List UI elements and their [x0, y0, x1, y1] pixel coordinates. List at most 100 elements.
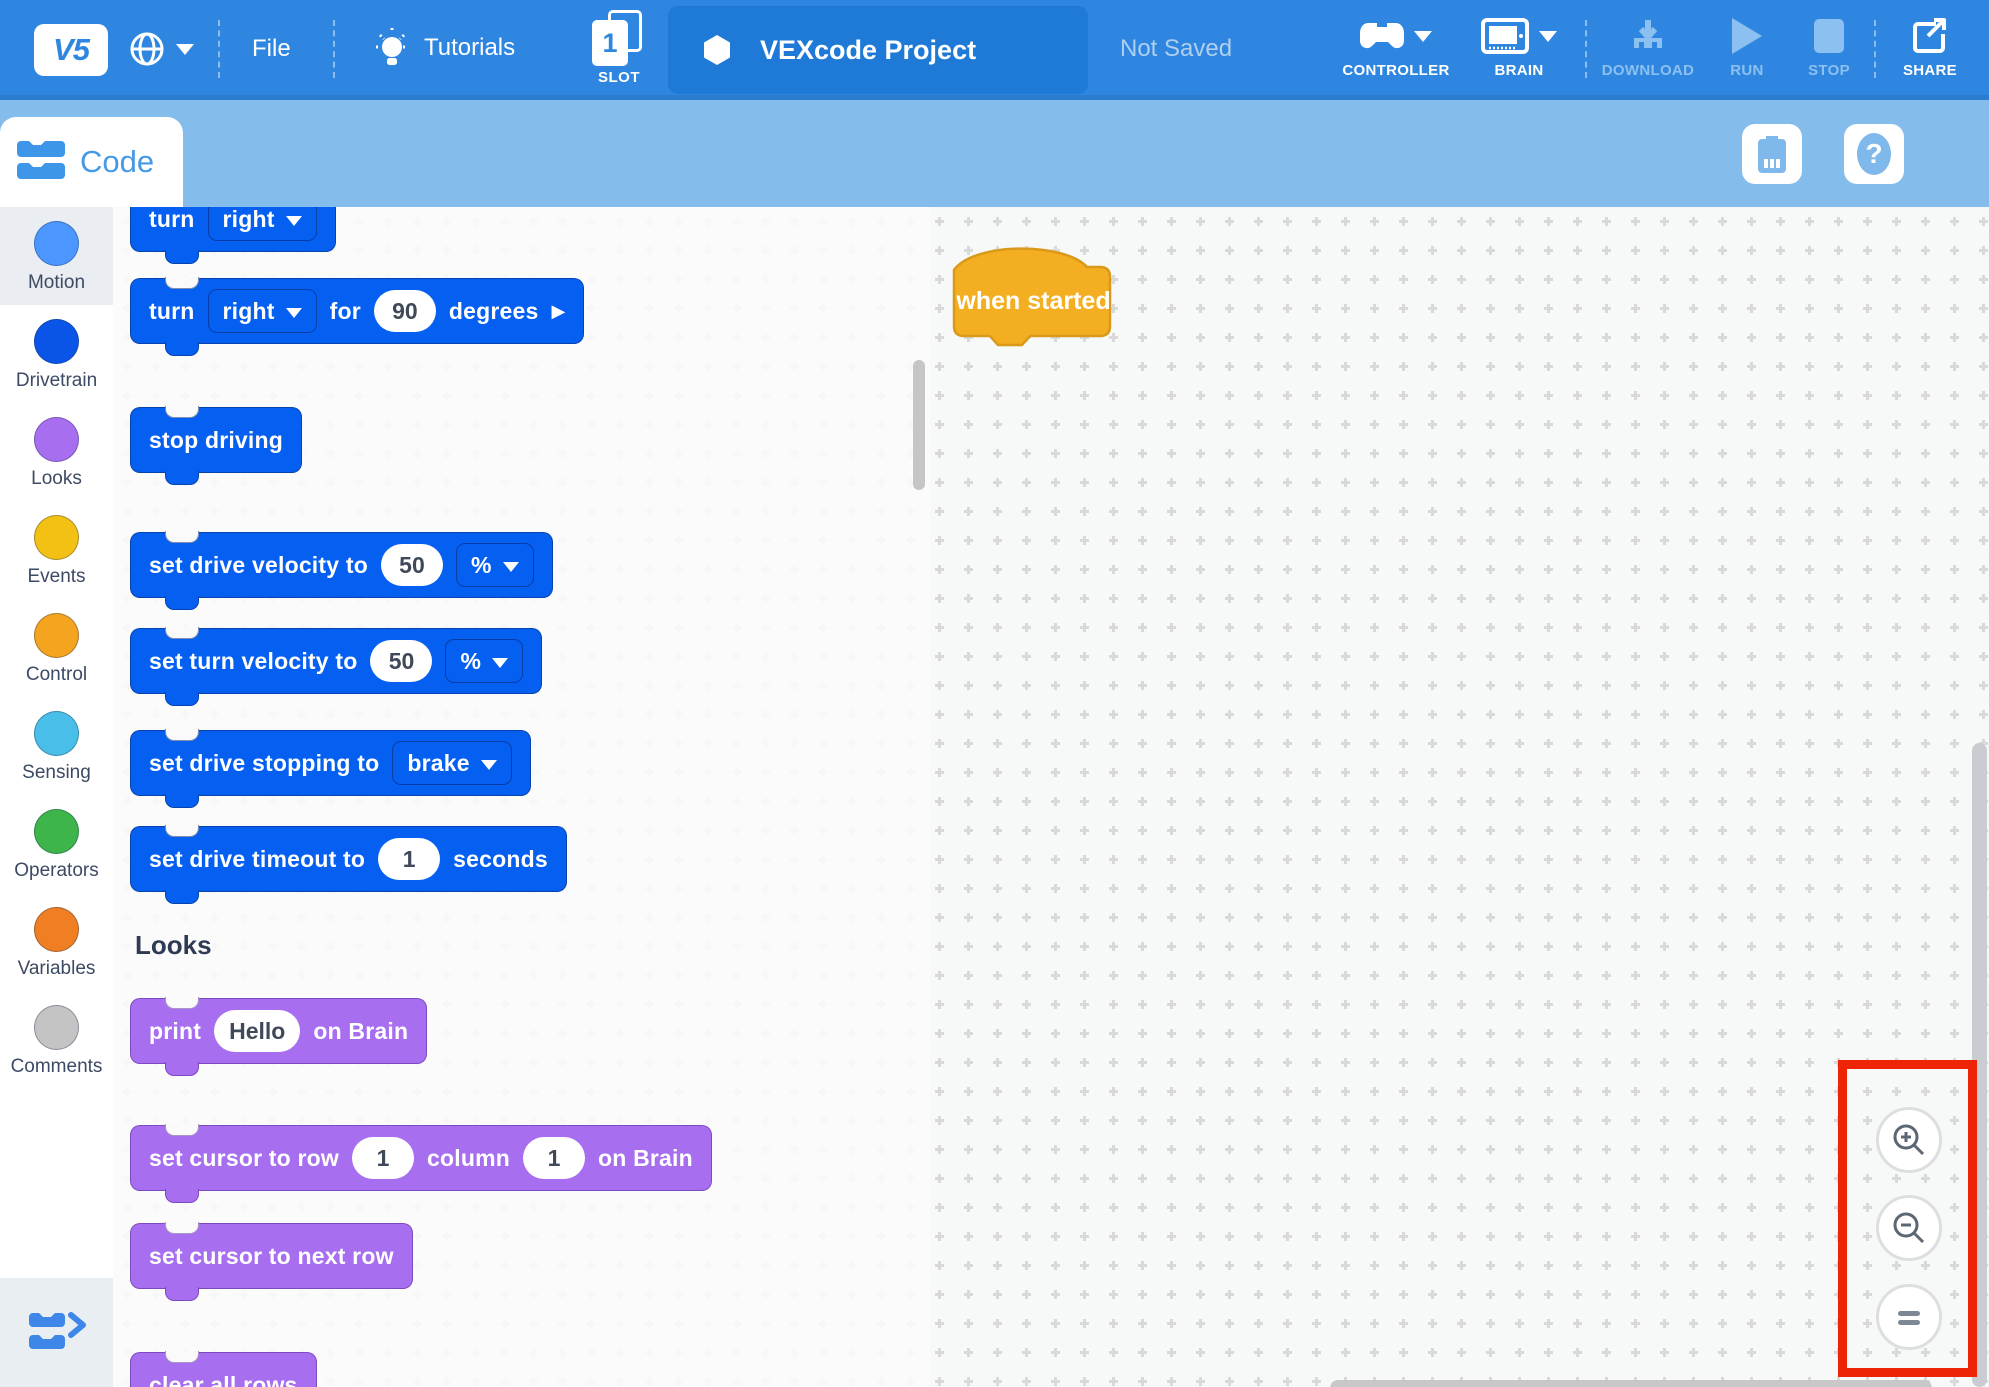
category-label: Motion — [27, 272, 86, 293]
value-input[interactable]: 50 — [380, 544, 443, 586]
block-text: on Brain — [597, 1144, 693, 1171]
block-set-drive-timeout[interactable]: set drive timeout to 1 seconds — [130, 825, 567, 904]
expand-arrow-icon[interactable]: ▶ — [551, 300, 566, 321]
palette-section-header: Looks — [135, 930, 212, 960]
dropdown-unit[interactable]: % — [445, 639, 524, 683]
category-label: Operators — [14, 860, 99, 881]
slot-selector[interactable]: 1 SLOT — [588, 10, 650, 86]
canvas-horizontal-scrollbar[interactable] — [1330, 1380, 1932, 1387]
block-print-on-brain[interactable]: print Hello on Brain — [130, 997, 428, 1076]
topbar: V5 File Tutorials — [0, 0, 1989, 100]
block-set-cursor-to-next-row[interactable]: set cursor to next row — [130, 1222, 413, 1301]
language-menu[interactable] — [128, 30, 194, 68]
zoom-in-icon — [1893, 1124, 1925, 1156]
file-menu[interactable]: File — [252, 35, 291, 62]
dropdown-direction[interactable]: right — [207, 207, 317, 241]
block-when-started[interactable]: when started — [952, 240, 1115, 348]
block-stop-driving[interactable]: stop driving — [130, 406, 303, 485]
block-turn[interactable]: turn right — [130, 207, 336, 264]
tab-code[interactable]: Code — [0, 117, 183, 207]
category-color-dot — [34, 319, 79, 364]
block-text: seconds — [453, 845, 548, 872]
dropdown-direction[interactable]: right — [207, 289, 317, 333]
sidebar-item-events[interactable]: Events — [0, 501, 113, 599]
sidebar-item-operators[interactable]: Operators — [0, 795, 113, 893]
logo-text: V5 — [53, 32, 90, 67]
controller-button[interactable]: CONTROLLER — [1342, 12, 1449, 79]
block-clear-all-rows[interactable]: clear all rows — [130, 1351, 317, 1387]
stop-icon — [1814, 19, 1844, 53]
block-text: column — [427, 1144, 510, 1171]
dropdown-mode[interactable]: brake — [392, 741, 512, 785]
blocks-icon — [17, 141, 65, 179]
sidebar-item-looks[interactable]: Looks — [0, 403, 113, 501]
project-title-box[interactable]: VEXcode Project — [668, 6, 1088, 94]
save-status: Not Saved — [1120, 35, 1233, 62]
brain-button[interactable]: BRAIN — [1473, 12, 1565, 79]
block-text: clear all rows — [149, 1371, 298, 1387]
play-icon — [1732, 18, 1762, 54]
stop-button[interactable]: STOP — [1794, 12, 1864, 79]
sidebar-item-motion[interactable]: Motion — [0, 207, 113, 305]
chevron-down-icon — [502, 561, 519, 572]
sidebar-item-variables[interactable]: Variables — [0, 893, 113, 991]
category-label: Looks — [31, 468, 82, 489]
reset-zoom-button[interactable] — [1876, 1284, 1942, 1350]
lightbulb-icon — [376, 28, 408, 65]
block-text: print — [149, 1017, 202, 1044]
hat-block-shape — [952, 247, 1112, 347]
value-input[interactable]: 1 — [522, 1137, 585, 1179]
block-text: on Brain — [313, 1017, 409, 1044]
category-label: Comments — [10, 1056, 103, 1077]
tutorials-button[interactable]: Tutorials — [372, 22, 515, 74]
block-text: turn — [149, 207, 195, 232]
value-input[interactable]: 50 — [370, 640, 433, 682]
brain-icon — [1481, 18, 1529, 54]
share-button[interactable]: SHARE — [1888, 12, 1972, 79]
collapse-blocks-icon — [28, 1311, 86, 1349]
help-button[interactable]: ? — [1844, 124, 1904, 184]
block-text: turn — [149, 297, 195, 324]
dropdown-unit[interactable]: % — [455, 543, 534, 587]
canvas-vertical-scrollbar[interactable] — [1972, 743, 1987, 1387]
block-text: set drive timeout to — [149, 845, 366, 872]
print-console-button[interactable] — [1742, 124, 1802, 184]
chevron-down-icon — [480, 759, 497, 770]
globe-icon — [130, 32, 164, 66]
divider — [218, 20, 220, 78]
divider — [1585, 20, 1587, 78]
category-color-dot — [34, 417, 79, 462]
category-color-dot — [34, 907, 79, 952]
block-text: degrees — [448, 297, 539, 324]
question-mark-icon: ? — [1857, 133, 1891, 175]
run-button[interactable]: RUN — [1712, 12, 1782, 79]
sidebar-item-sensing[interactable]: Sensing — [0, 697, 113, 795]
sidebar-item-control[interactable]: Control — [0, 599, 113, 697]
sidebar-item-comments[interactable]: Comments — [0, 991, 113, 1089]
zoom-out-button[interactable] — [1876, 1195, 1942, 1261]
category-color-dot — [34, 809, 79, 854]
sidebar-item-drivetrain[interactable]: Drivetrain — [0, 305, 113, 403]
zoom-in-button[interactable] — [1876, 1107, 1942, 1173]
chevron-down-icon — [285, 215, 302, 226]
palette-scrollbar[interactable] — [913, 360, 925, 490]
category-color-dot — [34, 1005, 79, 1050]
value-input[interactable]: 1 — [352, 1137, 414, 1179]
value-input[interactable]: 90 — [373, 290, 436, 332]
value-input[interactable]: Hello — [214, 1010, 301, 1052]
category-label: Variables — [17, 958, 96, 979]
category-color-dot — [34, 221, 79, 266]
toolbox-collapse-button[interactable] — [0, 1278, 113, 1387]
download-button[interactable]: DOWNLOAD — [1598, 12, 1698, 79]
hat-block-label: when started — [956, 287, 1111, 315]
category-label: Control — [25, 664, 88, 685]
value-input[interactable]: 1 — [378, 838, 441, 880]
